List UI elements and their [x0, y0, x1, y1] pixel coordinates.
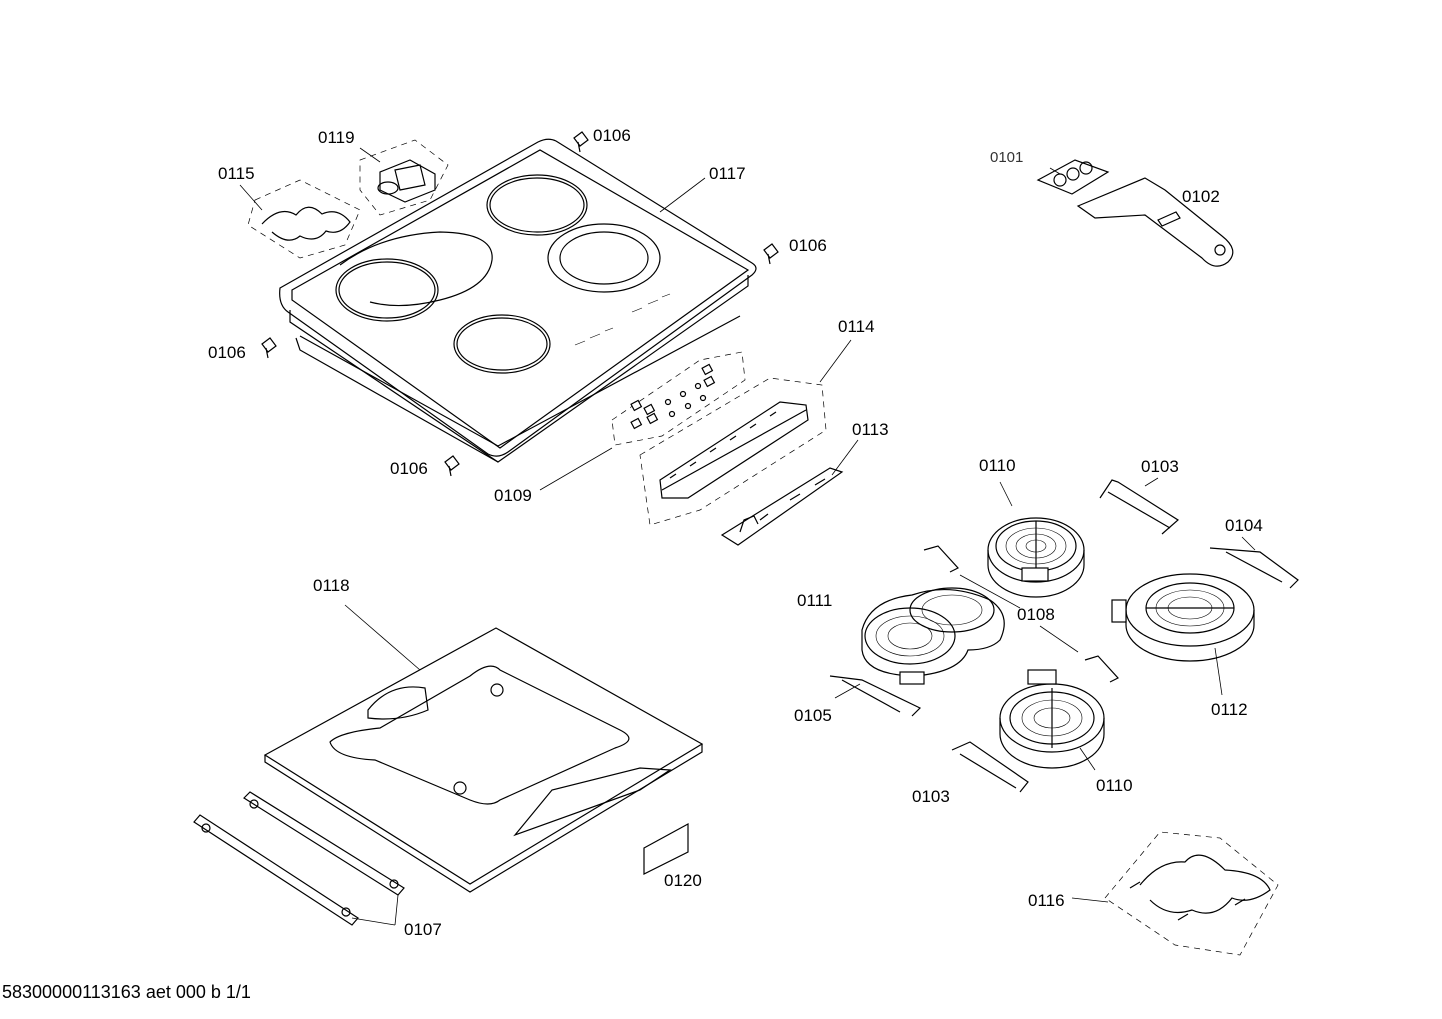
label-0109: 0109 [494, 486, 532, 505]
terminal-block [359, 139, 449, 216]
label-0108: 0108 [1017, 605, 1055, 624]
control-bracket [720, 467, 844, 546]
label-0102: 0102 [1182, 187, 1220, 206]
control-buttons [611, 351, 746, 446]
radiant-heater-large [1111, 573, 1255, 662]
bottom-housing-tray [263, 627, 704, 893]
label-0115: 0115 [218, 164, 255, 183]
label-0106-left: 0106 [208, 343, 246, 362]
wire-harness [247, 179, 361, 259]
label-0113: 0113 [852, 420, 889, 439]
label-0117: 0117 [709, 164, 746, 183]
leader-lines [239, 147, 1256, 926]
label-0116: 0116 [1028, 891, 1065, 910]
label-0114: 0114 [838, 317, 875, 336]
label-0106-top: 0106 [593, 126, 631, 145]
label-0118: 0118 [313, 576, 350, 595]
heater-wire-harness [1104, 831, 1279, 956]
label-0119: 0119 [318, 128, 355, 147]
glass-ceramic-cooktop [279, 138, 757, 463]
label-0107: 0107 [404, 920, 442, 939]
label-0110-top: 0110 [979, 456, 1016, 475]
mounting-rails [193, 791, 405, 926]
label-0101: 0101 [990, 149, 1023, 166]
label-0111: 0111 [797, 591, 832, 610]
label-0110-bottom: 0110 [1096, 776, 1133, 795]
document-code: 58300000113163 aet 000 b 1/1 [2, 982, 251, 1002]
label-0106-bottom: 0106 [390, 459, 428, 478]
heater-brackets [829, 479, 1299, 793]
label-0104: 0104 [1225, 516, 1263, 535]
label-0105: 0105 [794, 706, 832, 725]
radiant-heater-small-top [987, 517, 1085, 598]
control-module [639, 377, 827, 526]
label-0106-right: 0106 [789, 236, 827, 255]
label-0103-bottom: 0103 [912, 787, 950, 806]
rating-label [643, 822, 689, 875]
label-0120: 0120 [664, 871, 702, 890]
radiant-heater-small-bottom [999, 669, 1105, 769]
mounting-clip [261, 131, 779, 477]
label-0103-top: 0103 [1141, 457, 1179, 476]
label-0112: 0112 [1211, 700, 1248, 719]
scraper-tool [1036, 159, 1234, 267]
dual-zone-heater [861, 587, 1005, 685]
